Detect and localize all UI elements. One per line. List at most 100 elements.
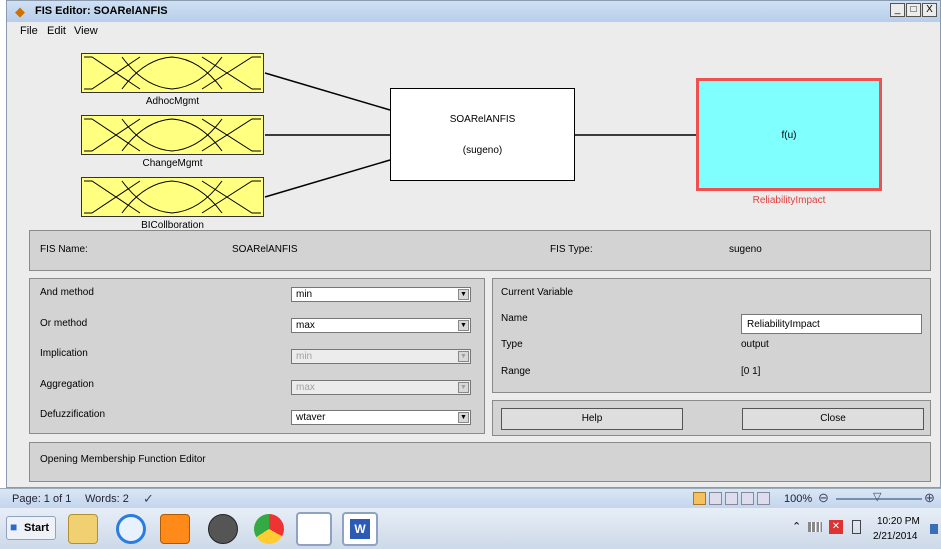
input-mf-adhocmgmt[interactable] — [81, 53, 264, 93]
proofing-check-icon[interactable]: ✓ — [143, 491, 154, 506]
input-label-bicollboration: BICollboration — [141, 220, 204, 231]
maximize-button[interactable]: □ — [906, 3, 921, 17]
variable-type-value: output — [741, 339, 769, 350]
variable-name-label: Name — [501, 313, 528, 324]
membership-function-icon — [84, 118, 261, 152]
fis-info-panel: FIS Name: SOARelANFIS FIS Type: sugeno — [29, 230, 931, 271]
draft-view-icon[interactable] — [757, 492, 770, 505]
variable-range-value: [0 1] — [741, 366, 761, 377]
aggregation-label: Aggregation — [40, 379, 94, 390]
menu-file[interactable]: File — [20, 25, 38, 37]
window-title: FIS Editor: SOARelANFIS — [35, 5, 168, 17]
internet-explorer-icon[interactable] — [116, 514, 146, 544]
membership-function-icon — [84, 180, 261, 214]
fis-diagram: AdhocMgmt ChangeMgmt BICollboration SOAR… — [7, 40, 940, 231]
full-screen-reading-icon[interactable] — [709, 492, 722, 505]
zoom-out-icon[interactable]: ⊖ — [818, 490, 829, 505]
current-variable-panel: Current Variable Name ReliabilityImpact … — [492, 278, 931, 393]
action-center-flag-icon[interactable]: ✕ — [829, 520, 843, 534]
connector-lines — [264, 72, 696, 198]
page-count[interactable]: Page: 1 of 1 — [12, 493, 72, 505]
fis-editor-window: ◆ FIS Editor: SOARelANFIS _ □ X File Edi… — [6, 0, 941, 488]
matlab-window-icon[interactable] — [296, 512, 332, 546]
show-hidden-icons-icon[interactable]: ⌃ — [792, 521, 802, 533]
methods-panel: And method min ▼ Or method max ▼ Implica… — [29, 278, 485, 434]
chevron-down-icon: ▼ — [458, 289, 469, 300]
implication-select: min ▼ — [291, 349, 471, 364]
defuzzification-label: Defuzzification — [40, 409, 106, 420]
menu-edit[interactable]: Edit — [47, 25, 66, 37]
status-message: Opening Membership Function Editor — [40, 454, 206, 465]
start-label: Start — [24, 522, 50, 534]
minimize-button[interactable]: _ — [890, 3, 905, 17]
print-layout-icon[interactable] — [693, 492, 706, 505]
fis-name-label: FIS Name: — [40, 244, 88, 255]
zoom-slider-handle-icon[interactable]: ▽ — [873, 491, 882, 503]
input-mf-bicollboration[interactable] — [81, 177, 264, 217]
chevron-down-icon: ▼ — [458, 382, 469, 393]
variable-range-label: Range — [501, 366, 531, 377]
zoom-in-icon[interactable]: ⊕ — [924, 490, 935, 505]
and-method-value: min — [296, 289, 313, 300]
current-variable-heading: Current Variable — [501, 287, 574, 298]
or-method-select[interactable]: max ▼ — [291, 318, 471, 333]
windows-taskbar: ■ Start W ⌃ ✕ 10:20 PM 2/21/2014 — [0, 508, 941, 549]
or-method-value: max — [296, 320, 315, 331]
web-layout-icon[interactable] — [725, 492, 738, 505]
defuzzification-select[interactable]: wtaver ▼ — [291, 410, 471, 425]
fis-block-name: SOARelANFIS — [449, 114, 516, 125]
fis-type-label: FIS Type: — [550, 244, 593, 255]
start-button[interactable]: ■ Start — [6, 516, 56, 540]
menu-bar: File Edit View — [7, 22, 940, 40]
fis-name-value: SOARelANFIS — [232, 244, 298, 255]
zoom-slider[interactable] — [836, 498, 922, 500]
defuzzification-value: wtaver — [296, 412, 326, 423]
media-player-icon[interactable] — [160, 514, 190, 544]
aggregation-value: max — [296, 382, 315, 393]
word-status-bar: Page: 1 of 1 Words: 2 ✓ 100% ⊖ ▽ ⊕ — [0, 488, 941, 509]
variable-name-input[interactable]: ReliabilityImpact — [741, 314, 922, 334]
button-panel: Help Close — [492, 400, 931, 436]
and-method-label: And method — [40, 287, 94, 298]
chevron-down-icon: ▼ — [458, 412, 469, 423]
help-button[interactable]: Help — [501, 408, 683, 430]
and-method-select[interactable]: min ▼ — [291, 287, 471, 302]
or-method-label: Or method — [40, 318, 88, 329]
close-window-button[interactable]: X — [922, 3, 937, 17]
membership-function-icon — [84, 56, 261, 90]
menu-view[interactable]: View — [74, 25, 98, 37]
implication-label: Implication — [40, 348, 88, 359]
battery-icon[interactable] — [852, 520, 861, 534]
clock-time[interactable]: 10:20 PM — [877, 516, 920, 527]
zoom-level[interactable]: 100% — [784, 493, 813, 505]
word-logo-icon: W — [350, 519, 370, 539]
xbox-games-icon[interactable] — [208, 514, 238, 544]
show-desktop-icon[interactable] — [930, 524, 938, 534]
chrome-icon[interactable] — [254, 514, 284, 544]
output-function: f(u) — [781, 130, 797, 141]
view-buttons — [693, 492, 778, 505]
network-signal-icon[interactable] — [808, 522, 822, 532]
fis-rule-block[interactable]: SOARelANFIS (sugeno) — [390, 88, 575, 181]
matlab-logo-icon: ◆ — [15, 4, 25, 19]
clock-date[interactable]: 2/21/2014 — [873, 531, 918, 542]
title-bar[interactable]: ◆ FIS Editor: SOARelANFIS _ □ X — [7, 1, 940, 22]
input-label-adhocmgmt: AdhocMgmt — [145, 96, 200, 107]
file-explorer-icon[interactable] — [68, 514, 98, 544]
close-button[interactable]: Close — [742, 408, 924, 430]
input-mf-changemgmt[interactable] — [81, 115, 264, 155]
chevron-down-icon: ▼ — [458, 351, 469, 362]
chevron-down-icon: ▼ — [458, 320, 469, 331]
output-variable-label: ReliabilityImpact — [752, 195, 826, 206]
word-count[interactable]: Words: 2 — [85, 493, 129, 505]
word-document-icon[interactable]: W — [342, 512, 378, 546]
aggregation-select: max ▼ — [291, 380, 471, 395]
fis-type-value: sugeno — [729, 244, 762, 255]
variable-type-label: Type — [501, 339, 523, 350]
windows-logo-icon: ■ — [10, 520, 18, 534]
outline-view-icon[interactable] — [741, 492, 754, 505]
input-label-changemgmt: ChangeMgmt — [142, 158, 203, 169]
output-block[interactable]: f(u) — [696, 78, 882, 191]
status-message-panel: Opening Membership Function Editor — [29, 442, 931, 482]
fis-block-type: (sugeno) — [462, 145, 503, 156]
